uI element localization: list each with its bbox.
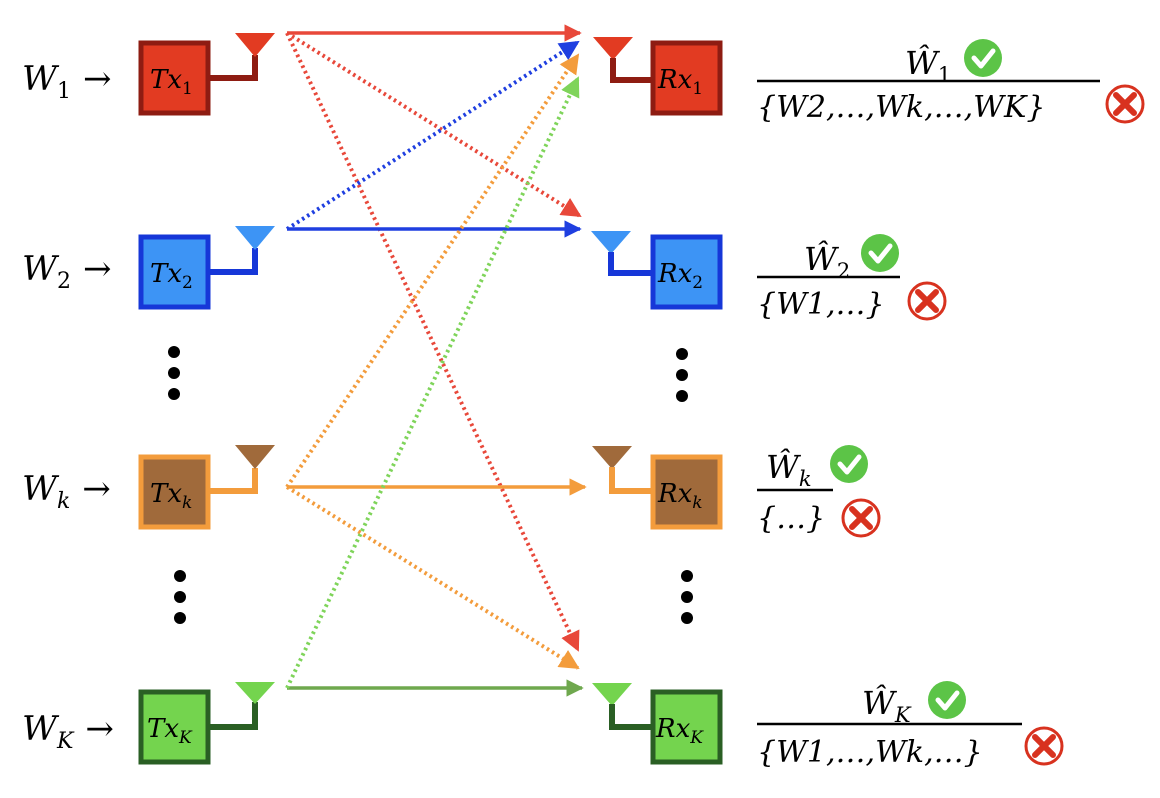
link-txk-to-rx1-dotted: [285, 53, 580, 489]
tx2-box: [138, 234, 211, 310]
input-label-wK: WK→: [22, 709, 114, 754]
rxk-label: Rxk: [657, 479, 703, 513]
link-txK-to-rx1-dotted: [285, 76, 580, 689]
rx-vertical-ellipsis-1: [676, 348, 688, 402]
tx-vertical-ellipsis-2: [174, 570, 186, 624]
rxK-interference-set: {W1,…,Wk,…}: [757, 735, 983, 770]
cross-circle-icon: [907, 281, 947, 321]
cross-circle-icon: [841, 498, 881, 538]
tx1-label: Tx1: [150, 65, 193, 99]
check-circle-icon: [830, 445, 868, 483]
rx2-label: Rx2: [657, 259, 703, 293]
link-tx1-to-rx2-dotted: [285, 31, 582, 218]
txK-antenna-feed: [208, 702, 258, 730]
txk-label: Txk: [150, 479, 192, 513]
txK-label: TxK: [147, 714, 193, 748]
input-label-wk: Wk→: [22, 469, 111, 514]
link-tx2-to-rx1-dotted: [285, 40, 580, 231]
rx1-antenna-icon: [593, 37, 633, 60]
transmitter-2: W2→ Tx2: [22, 226, 275, 310]
rx2-box: [650, 234, 723, 310]
input-label-w1: W1→: [22, 59, 111, 104]
rxk-antenna-feed: [609, 467, 653, 494]
rxK-label: RxK: [655, 714, 704, 748]
link-txk-to-rxK-dotted: [285, 485, 580, 670]
txK-antenna-icon: [235, 682, 275, 704]
rx1-box: [650, 40, 723, 116]
txk-antenna-icon: [235, 445, 275, 469]
txk-antenna-feed: [208, 468, 258, 494]
rx1-decoded-message: Ŵ1: [905, 44, 951, 87]
rxK-antenna-icon: [592, 683, 632, 706]
rxk-antenna-icon: [592, 446, 632, 469]
rxK-antenna-feed: [609, 704, 653, 730]
tx2-label: Tx2: [150, 259, 193, 293]
check-circle-icon: [928, 681, 966, 719]
transmitter-1: W1→ Tx1: [22, 33, 275, 116]
receiver-K: RxK ŴK {W1,…,Wk,…}: [592, 681, 1064, 770]
receiver-2: Rx2 Ŵ2 {W1,…}: [591, 231, 947, 322]
cross-circle-icon: [1024, 726, 1064, 766]
rxK-box: [650, 689, 723, 765]
check-circle-icon: [861, 234, 899, 272]
tx1-antenna-icon: [235, 33, 275, 57]
tx2-antenna-icon: [235, 226, 275, 250]
receiver-1: Rx1 Ŵ1 {W2,…,Wk,…,WK}: [593, 37, 1145, 125]
tx2-antenna-feed: [208, 248, 258, 275]
tx1-box: [138, 40, 211, 116]
tx1-antenna-feed: [208, 55, 258, 81]
receiver-k: Rxk Ŵk {…}: [592, 445, 881, 538]
rxk-interference-set: {…}: [757, 501, 825, 536]
transmitter-k: Wk→ Txk: [22, 445, 275, 530]
rx1-interference-set: {W2,…,Wk,…,WK}: [757, 90, 1046, 125]
rxk-box: [650, 454, 723, 530]
rxK-decoded-message: ŴK: [862, 684, 912, 727]
tx-vertical-ellipsis-1: [168, 346, 180, 400]
rx2-interference-set: {W1,…}: [757, 287, 885, 322]
rx1-label: Rx1: [657, 65, 703, 99]
links-layer: [285, 24, 587, 697]
rx2-antenna-icon: [591, 231, 631, 254]
cross-circle-icon: [1105, 84, 1145, 124]
input-label-w2: W2→: [22, 249, 111, 294]
transmitter-K: WK→ TxK: [22, 682, 275, 765]
link-tx1-to-rxK-dotted: [285, 32, 580, 652]
check-circle-icon: [964, 39, 1002, 77]
rx1-antenna-feed: [610, 58, 653, 83]
rx2-antenna-feed: [608, 252, 653, 276]
rx-vertical-ellipsis-2: [681, 570, 693, 624]
rxk-decoded-message: Ŵk: [766, 448, 812, 491]
